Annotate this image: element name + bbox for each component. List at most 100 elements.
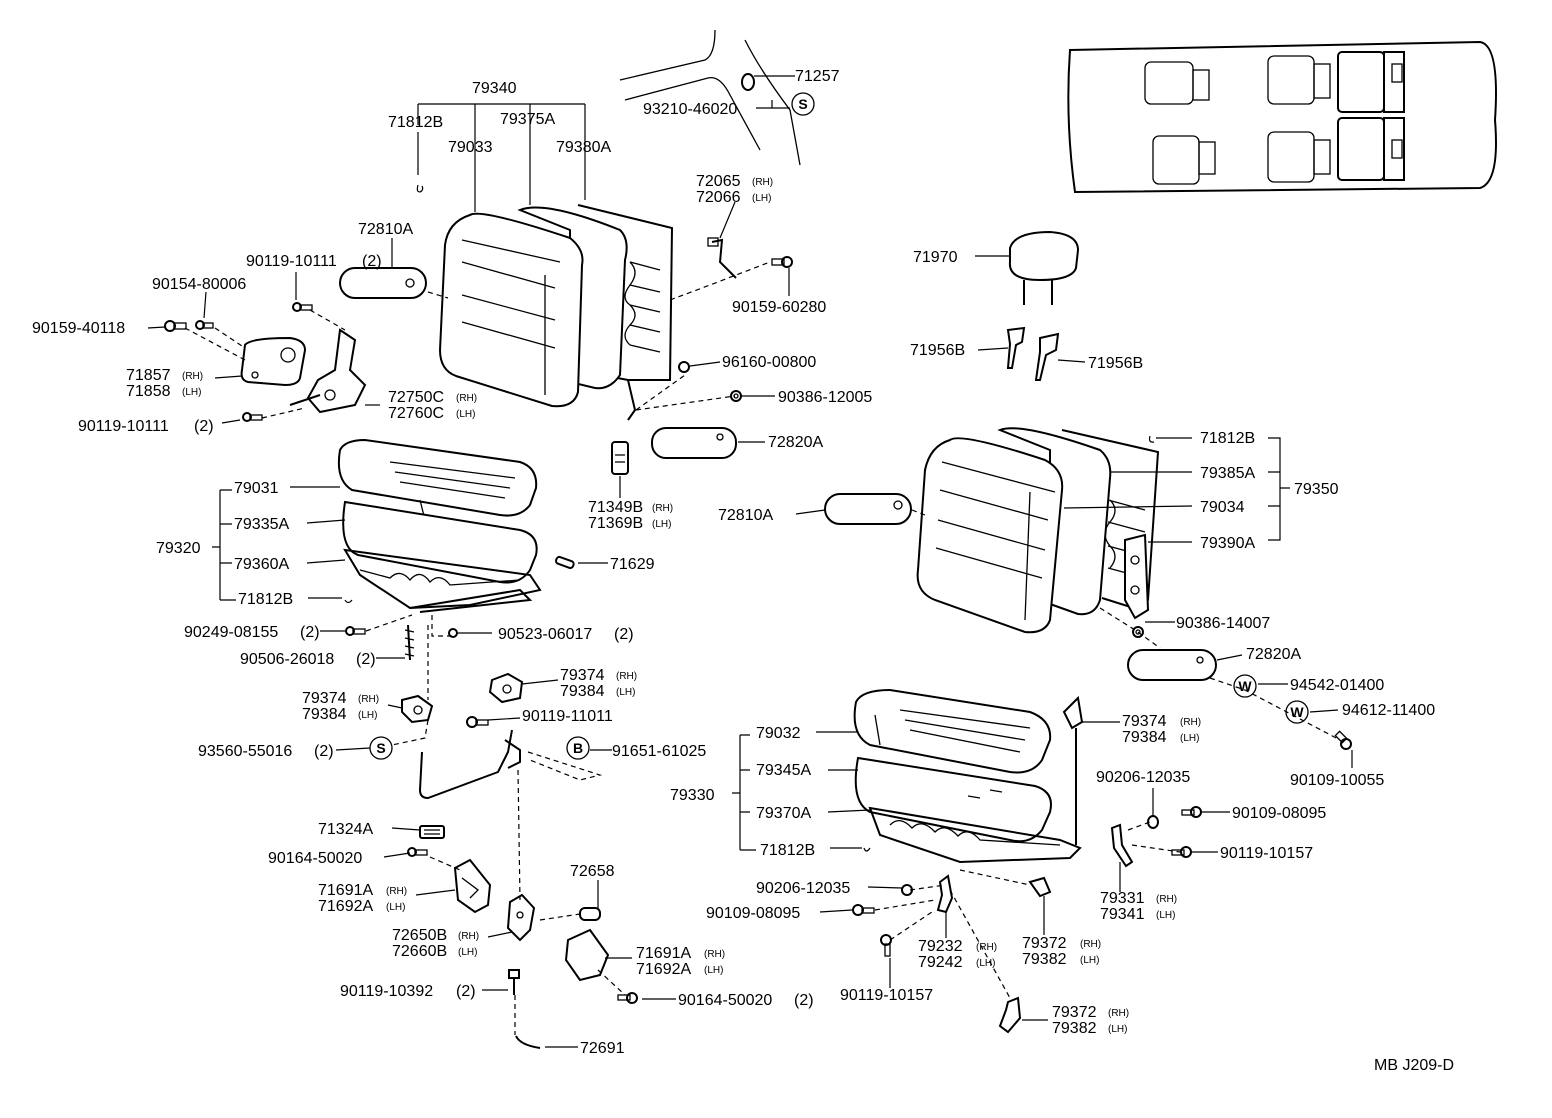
- label-71812b-right-top: 71812B: [1200, 430, 1255, 447]
- svg-text:W: W: [1290, 704, 1304, 720]
- symbol-w-lower: W: [1285, 700, 1309, 724]
- nut-90386-14007: [1132, 626, 1144, 638]
- diagram-code: MB J209-D: [1374, 1057, 1454, 1074]
- label-79372-lower: 79372: [1052, 1004, 1097, 1021]
- label-71857-rh: (RH): [182, 371, 203, 382]
- pad-71324a: [419, 825, 445, 839]
- label-72066: 72066: [696, 189, 741, 206]
- label-71691a-left: 71691A: [318, 882, 373, 899]
- label-79374-left: 79374: [302, 690, 347, 707]
- label-71369b: 71369B: [588, 515, 643, 532]
- label-79380a: 79380A: [556, 139, 611, 156]
- label-79232: 79232: [918, 938, 963, 955]
- leader-lines: [147, 75, 1353, 1048]
- label-90523-06017: 90523-06017: [498, 626, 592, 643]
- label-90386-14007: 90386-14007: [1176, 615, 1270, 632]
- label-79242-lh: (LH): [976, 958, 995, 969]
- cover-71691a-center: [564, 928, 610, 982]
- label-71956b-left: 71956B: [910, 342, 965, 359]
- label-71257: 71257: [795, 68, 840, 85]
- right-seatback-assembly: [916, 427, 1160, 634]
- handle-72650b: [506, 893, 536, 942]
- clip-71257: [741, 73, 755, 91]
- label-71349b: 71349B: [588, 499, 643, 516]
- label-79032: 79032: [756, 725, 801, 742]
- label-79390a: 79390A: [1200, 535, 1255, 552]
- label-79341: 79341: [1100, 906, 1145, 923]
- label-79320: 79320: [156, 540, 201, 557]
- label-71812b-top: 71812B: [388, 114, 443, 131]
- vehicle-locator-diagram: [1067, 40, 1497, 194]
- label-71692a-left: 71692A: [318, 898, 373, 915]
- fasteners-right-armrest: [1334, 730, 1352, 750]
- label-79384-center: 79384: [560, 683, 605, 700]
- release-rod-assembly: [418, 729, 521, 800]
- left-seat-cushion-assembly: [337, 438, 542, 613]
- label-72820a-right: 72820A: [1246, 646, 1301, 663]
- label-71858: 71858: [126, 383, 171, 400]
- knob-72658: [579, 907, 601, 921]
- bracket-71857: [240, 336, 307, 387]
- label-93560-55016-qty: (2): [314, 743, 334, 760]
- label-93560-55016: 93560-55016: [198, 743, 292, 760]
- label-72066-lh: (LH): [752, 193, 771, 204]
- label-72065: 72065: [696, 173, 741, 190]
- label-79382-upper-lh: (LH): [1080, 955, 1099, 966]
- label-79331: 79331: [1100, 890, 1145, 907]
- label-72750c-rh: (RH): [456, 393, 477, 404]
- cover-79372-lower: [998, 996, 1022, 1034]
- label-79372-upper-rh: (RH): [1080, 939, 1101, 950]
- label-94542-01400: 94542-01400: [1290, 677, 1384, 694]
- left-seatback-assembly: [416, 184, 674, 408]
- label-79372-upper: 79372: [1022, 935, 1067, 952]
- label-90109-08095-lower: 90109-08095: [706, 905, 800, 922]
- label-90119-10392-qty: (2): [456, 983, 476, 1000]
- label-90249-08155-qty: (2): [300, 624, 320, 641]
- label-79031: 79031: [234, 480, 279, 497]
- label-72760c-lh: (LH): [456, 409, 475, 420]
- part-labels: 79340 71812B 79375A 79033 79380A 71257 9…: [32, 68, 1454, 1074]
- cover-79372-upper: [1028, 876, 1052, 898]
- headrest-guide-71956b-left: [1006, 326, 1026, 369]
- label-90119-10111-bottom: 90119-10111: [78, 418, 169, 435]
- label-71349b-rh: (RH): [652, 503, 673, 514]
- label-79382-upper: 79382: [1022, 951, 1067, 968]
- label-71857: 71857: [126, 367, 171, 384]
- fasteners-left-bottom: [345, 624, 458, 661]
- bolts-left-top: [164, 302, 313, 422]
- label-71812b-left-bottom: 71812B: [238, 591, 293, 608]
- label-90119-10111-top: 90119-10111: [246, 253, 337, 270]
- label-79374-right-rh: (RH): [1180, 717, 1201, 728]
- label-91651-61025: 91651-61025: [612, 743, 706, 760]
- label-90154-80006: 90154-80006: [152, 276, 246, 293]
- dashed-assembly-lines: [184, 261, 1341, 1035]
- label-71692a-center-lh: (LH): [704, 965, 723, 976]
- label-79385a: 79385A: [1200, 465, 1255, 482]
- label-90164-50020-right-qty: (2): [794, 992, 814, 1009]
- bracket-79331: [1110, 823, 1134, 868]
- label-79372-lower-rh: (RH): [1108, 1008, 1129, 1019]
- right-seat-cushion-assembly: [853, 688, 1082, 864]
- cover-71691a-left: [453, 858, 492, 914]
- label-79360a: 79360A: [234, 556, 289, 573]
- label-90164-50020-left: 90164-50020: [268, 850, 362, 867]
- label-90506-26018: 90506-26018: [240, 651, 334, 668]
- rod-72691: [515, 1035, 541, 1049]
- label-79374-center-rh: (RH): [616, 671, 637, 682]
- label-79034: 79034: [1200, 499, 1245, 516]
- label-71692a-center: 71692A: [636, 961, 691, 978]
- screw-90164-50020-left: [407, 847, 428, 857]
- armrest-72810a-left: [339, 267, 427, 299]
- label-72650b: 72650B: [392, 927, 447, 944]
- label-90119-10111-top-qty: (2): [362, 253, 382, 270]
- bolt-90119-10392: [508, 969, 520, 995]
- body-outline-lines: [619, 29, 801, 166]
- label-79374-left-rh: (RH): [358, 694, 379, 705]
- label-71691a-left-rh: (RH): [386, 886, 407, 897]
- label-90523-06017-qty: (2): [614, 626, 634, 643]
- label-79345a: 79345A: [756, 762, 811, 779]
- label-90119-11011: 90119-11011: [522, 708, 613, 725]
- label-93210-46020: 93210-46020: [643, 101, 737, 118]
- label-90249-08155: 90249-08155: [184, 624, 278, 641]
